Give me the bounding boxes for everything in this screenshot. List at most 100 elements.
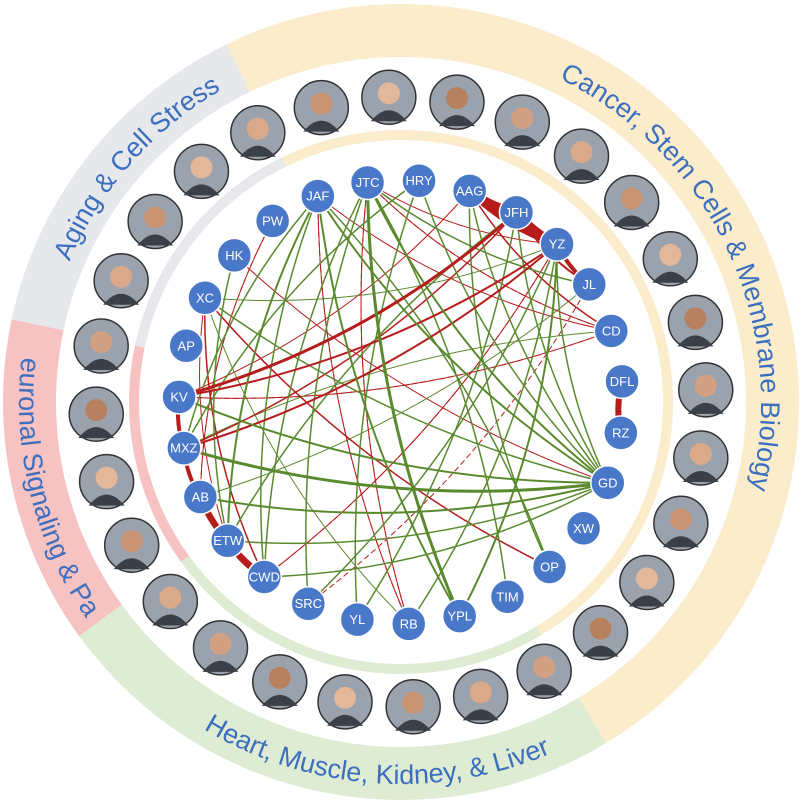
node-rz[interactable]: RZ <box>603 415 639 451</box>
node-label: XW <box>573 521 595 536</box>
link-MXZ-JFH <box>183 211 518 449</box>
node-hk[interactable]: HK <box>216 237 253 274</box>
link-KV-CD <box>178 330 612 399</box>
member-portrait <box>251 654 308 710</box>
node-op[interactable]: OP <box>531 549 568 585</box>
link-OP-JAF <box>317 195 551 568</box>
node-dfl[interactable]: DFL <box>604 363 640 400</box>
link-CWD-YZ <box>263 243 558 578</box>
link-JTC-SRC <box>305 181 369 605</box>
node-gd[interactable]: GD <box>590 465 626 501</box>
node-jfh[interactable]: JFH <box>498 194 535 231</box>
link-KV-GD <box>178 395 609 484</box>
node-label: ETW <box>213 533 243 548</box>
link-JTC-GD <box>366 181 609 484</box>
member-portrait <box>642 231 699 287</box>
member-portrait <box>678 362 734 418</box>
member-nodes: JAF JTC HRY AAG JFH YZ JL CD DFL RZ GD XW OP TIM YPL RB… <box>161 162 640 642</box>
node-ab[interactable]: AB <box>182 479 219 515</box>
link-YPL-YZ <box>458 243 559 618</box>
member-portrait <box>553 128 610 184</box>
link-XC-YZ <box>204 243 558 302</box>
link-AB-GD <box>199 481 609 514</box>
node-label: MXZ <box>170 441 198 456</box>
node-ypl[interactable]: YPL <box>441 598 478 634</box>
node-cwd[interactable]: CWD <box>246 559 283 595</box>
member-portrait <box>230 104 286 161</box>
node-label: GD <box>598 475 618 490</box>
member-portrait <box>142 573 199 630</box>
member-portrait <box>361 69 417 125</box>
link-HRY-GD <box>418 179 609 484</box>
node-yz[interactable]: YZ <box>539 226 575 262</box>
node-mxz[interactable]: MXZ <box>166 430 202 466</box>
member-portrait <box>78 453 135 510</box>
sector-outer-neuro <box>3 319 122 636</box>
member-portrait <box>667 294 724 351</box>
node-hry[interactable]: HRY <box>401 162 437 199</box>
member-portrait <box>385 679 441 735</box>
member-portrait <box>516 643 572 700</box>
sector-outer-heart <box>79 604 606 801</box>
link-JAF-CD <box>317 195 612 332</box>
link-AAG-OP <box>468 190 551 568</box>
link-CWD-GD <box>263 482 609 578</box>
node-label: JTC <box>356 175 380 190</box>
node-xw[interactable]: XW <box>565 510 602 547</box>
sector-inner-neuro <box>129 345 190 562</box>
member-portrait <box>93 252 149 309</box>
node-label: YL <box>349 612 365 627</box>
member-portrait <box>127 193 183 250</box>
node-jaf[interactable]: JAF <box>300 178 336 214</box>
node-ap[interactable]: AP <box>168 328 204 364</box>
node-label: YZ <box>549 237 566 252</box>
node-aag[interactable]: AAG <box>451 173 488 209</box>
node-xc[interactable]: XC <box>187 280 223 316</box>
member-portrait <box>619 554 675 611</box>
link-TIM-JTC <box>366 181 509 598</box>
node-jtc[interactable]: JTC <box>349 164 386 201</box>
node-src[interactable]: SRC <box>290 585 327 622</box>
node-etw[interactable]: ETW <box>209 522 246 559</box>
member-portrait <box>653 495 709 552</box>
node-label: XC <box>196 290 214 305</box>
link-JAF-MXZ <box>183 195 319 449</box>
node-label: JAF <box>306 189 329 204</box>
member-portrait <box>452 668 509 725</box>
node-rb[interactable]: RB <box>390 606 427 642</box>
node-label: TIM <box>496 589 518 604</box>
node-label: RB <box>400 616 418 631</box>
link-ETW-GD <box>226 482 609 545</box>
node-label: AAG <box>456 183 483 198</box>
node-jl[interactable]: JL <box>571 266 608 303</box>
member-portrait <box>103 517 160 573</box>
member-portrait <box>603 174 660 231</box>
node-label: OP <box>540 559 559 574</box>
link-JAF-RB <box>317 195 410 625</box>
node-label: HRY <box>405 173 433 188</box>
link-JAF-GD <box>316 195 609 484</box>
node-label: CWD <box>249 569 280 584</box>
link-XC-GD <box>204 297 609 484</box>
node-yl[interactable]: YL <box>339 601 376 638</box>
member-portrait <box>192 620 249 676</box>
sector-outer-aging <box>11 44 250 331</box>
node-cd[interactable]: CD <box>593 313 630 349</box>
node-pw[interactable]: PW <box>254 203 291 239</box>
link-SRC-YZ <box>307 243 558 605</box>
link-YL-JFH <box>356 211 518 621</box>
node-label: AP <box>178 338 195 353</box>
member-portrait <box>572 604 629 661</box>
member-portrait <box>173 143 230 200</box>
node-tim[interactable]: TIM <box>489 579 526 615</box>
member-portrait <box>317 674 373 730</box>
link-MXZ-GD <box>182 446 610 493</box>
link-JAF-ETW <box>226 195 319 542</box>
member-portrait <box>429 74 485 130</box>
link-HK-GD <box>233 254 609 484</box>
node-kv[interactable]: KV <box>161 379 197 415</box>
link-JTC-YPL <box>366 181 462 618</box>
link-JTC-JL <box>366 181 591 286</box>
link-JAF-YPL <box>316 195 461 618</box>
